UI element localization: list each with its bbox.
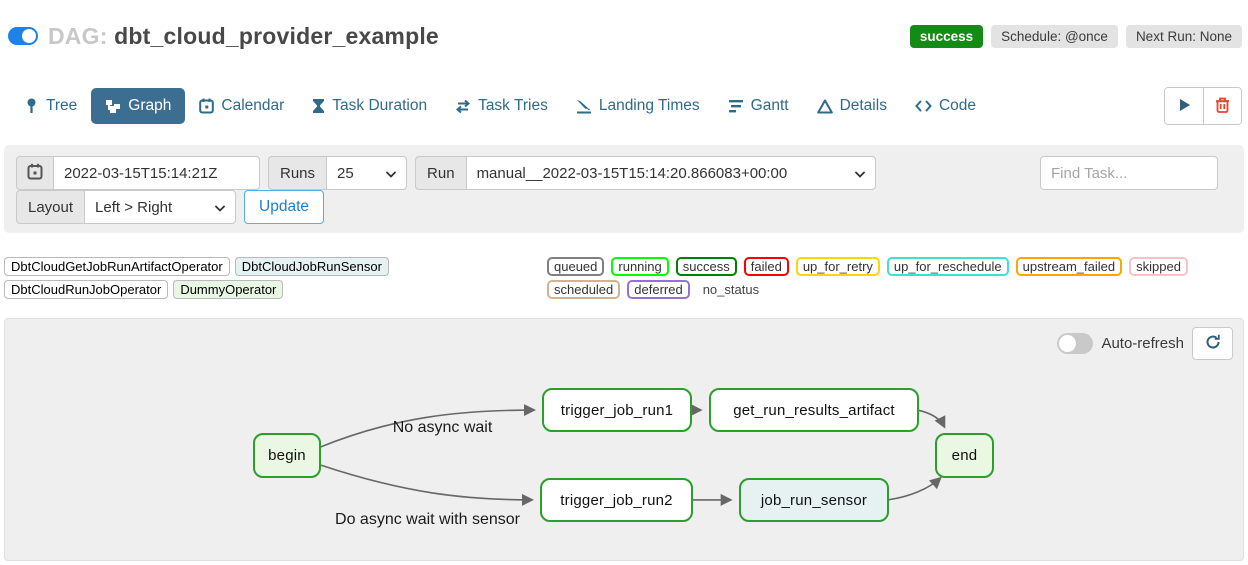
dag-header: DAG: dbt_cloud_provider_example success … (8, 16, 1242, 56)
tab-label: Landing Times (598, 97, 700, 114)
operator-badge: DummyOperator (173, 280, 284, 299)
delete-dag-button[interactable] (1203, 88, 1241, 124)
trigger-dag-button[interactable] (1165, 88, 1203, 124)
state-badge-deferred: deferred (627, 280, 690, 299)
runs-count-value: 25 (337, 164, 354, 182)
dag-run-select[interactable]: manual__2022-03-15T15:14:20.866083+00:00 (465, 156, 876, 190)
task-node-job-run-sensor[interactable]: job_run_sensor (739, 478, 889, 522)
execution-date-input[interactable] (53, 156, 260, 190)
tab-task-tries[interactable]: Task Tries (441, 88, 562, 124)
auto-refresh-label: Auto-refresh (1101, 335, 1184, 352)
tab-label: Code (938, 97, 977, 114)
gantt-bars-icon (728, 99, 744, 113)
status-badge: success (909, 24, 984, 48)
filter-panel: Runs 25 Run manual__2022-03-15T15:14:20.… (4, 145, 1244, 233)
toggle-knob (22, 29, 36, 43)
auto-refresh-control: Auto-refresh (1057, 327, 1233, 360)
dag-run-value: manual__2022-03-15T15:14:20.866083+00:00 (476, 164, 788, 182)
state-badge-running: running (611, 257, 669, 276)
dag-prefix-label: DAG: (48, 22, 108, 49)
no-status-label: no_status (702, 282, 760, 297)
task-node-trigger-job-run1[interactable]: trigger_job_run1 (542, 388, 692, 432)
state-badge-skipped: skipped (1129, 257, 1188, 276)
calendar-icon (199, 98, 215, 114)
state-legend: queued running success failed up_for_ret… (547, 257, 1244, 299)
plane-landing-icon (576, 98, 592, 114)
retry-arrows-icon (455, 99, 471, 114)
layout-direction-value: Left > Right (95, 198, 173, 216)
runs-count-select[interactable]: 25 (326, 156, 408, 190)
schedule-badge: Schedule: @once (991, 24, 1118, 48)
task-node-begin[interactable]: begin (253, 433, 321, 478)
chevron-down-icon (854, 165, 865, 182)
tab-task-duration[interactable]: Task Duration (298, 88, 441, 124)
dag-action-buttons (1164, 87, 1242, 125)
runs-label: Runs (268, 156, 327, 190)
tab-label: Gantt (750, 97, 789, 114)
operator-badge: DbtCloudJobRunSensor (234, 257, 389, 276)
code-icon (915, 99, 932, 113)
triangle-icon (816, 99, 833, 114)
state-badge-failed: failed (743, 257, 789, 276)
edge-label-no-async-wait: No async wait (392, 419, 493, 436)
tab-label: Graph (128, 97, 172, 114)
tab-calendar[interactable]: Calendar (185, 88, 298, 124)
auto-refresh-toggle[interactable] (1057, 333, 1094, 354)
task-node-trigger-job-run2[interactable]: trigger_job_run2 (540, 478, 693, 522)
refresh-button[interactable] (1192, 327, 1233, 360)
tab-label: Task Duration (332, 97, 428, 114)
dag-name: dbt_cloud_provider_example (114, 22, 439, 49)
run-label: Run (415, 156, 466, 190)
graph-panel: begin trigger_job_run1 get_run_results_a… (4, 318, 1244, 561)
chevron-down-icon (215, 199, 225, 216)
legend: DbtCloudGetJobRunArtifactOperator DbtClo… (4, 257, 1244, 299)
tree-icon (24, 98, 39, 114)
edge-label-do-async-wait: Do async wait with sensor (335, 511, 520, 528)
play-icon (1178, 98, 1191, 115)
graph-icon (105, 99, 121, 114)
operator-badge: DbtCloudRunJobOperator (4, 280, 169, 299)
toggle-knob (1059, 335, 1077, 352)
tab-label: Details (839, 97, 887, 114)
update-button[interactable]: Update (244, 190, 325, 224)
task-node-get-run-results-artifact[interactable]: get_run_results_artifact (709, 388, 919, 432)
tab-label: Calendar (221, 97, 285, 114)
refresh-icon (1205, 334, 1221, 353)
next-run-badge: Next Run: None (1125, 24, 1242, 48)
hourglass-icon (312, 98, 325, 114)
operator-badge: DbtCloudGetJobRunArtifactOperator (4, 257, 230, 276)
tab-code[interactable]: Code (901, 88, 990, 124)
state-badge-upstream-failed: upstream_failed (1015, 257, 1123, 276)
state-badge-success: success (675, 257, 737, 276)
layout-direction-select[interactable]: Left > Right (84, 190, 237, 224)
tab-details[interactable]: Details (803, 88, 901, 124)
calendar-icon (27, 163, 43, 184)
date-picker-button[interactable] (16, 156, 53, 190)
tab-label: Task Tries (478, 97, 548, 114)
chevron-down-icon (386, 165, 396, 182)
state-badge-queued: queued (547, 257, 605, 276)
tab-label: Tree (46, 97, 78, 114)
trash-icon (1215, 97, 1230, 116)
tab-gantt[interactable]: Gantt (714, 88, 803, 124)
dag-edges (320, 404, 946, 506)
dag-pause-toggle[interactable] (8, 27, 38, 45)
operator-legend: DbtCloudGetJobRunArtifactOperator DbtClo… (4, 257, 547, 299)
find-task-input[interactable] (1040, 156, 1218, 190)
tab-graph[interactable]: Graph (91, 88, 186, 124)
state-badge-scheduled: scheduled (547, 280, 621, 299)
state-badge-up-for-reschedule: up_for_reschedule (886, 257, 1009, 276)
layout-label: Layout (16, 190, 85, 224)
tab-tree[interactable]: Tree (10, 88, 91, 124)
view-tabs: Tree Graph Calendar Task Duration Task T… (10, 86, 1242, 126)
task-node-end[interactable]: end (935, 433, 994, 478)
tab-landing-times[interactable]: Landing Times (562, 88, 714, 124)
page-title: DAG: dbt_cloud_provider_example (48, 23, 439, 50)
state-badge-up-for-retry: up_for_retry (795, 257, 880, 276)
